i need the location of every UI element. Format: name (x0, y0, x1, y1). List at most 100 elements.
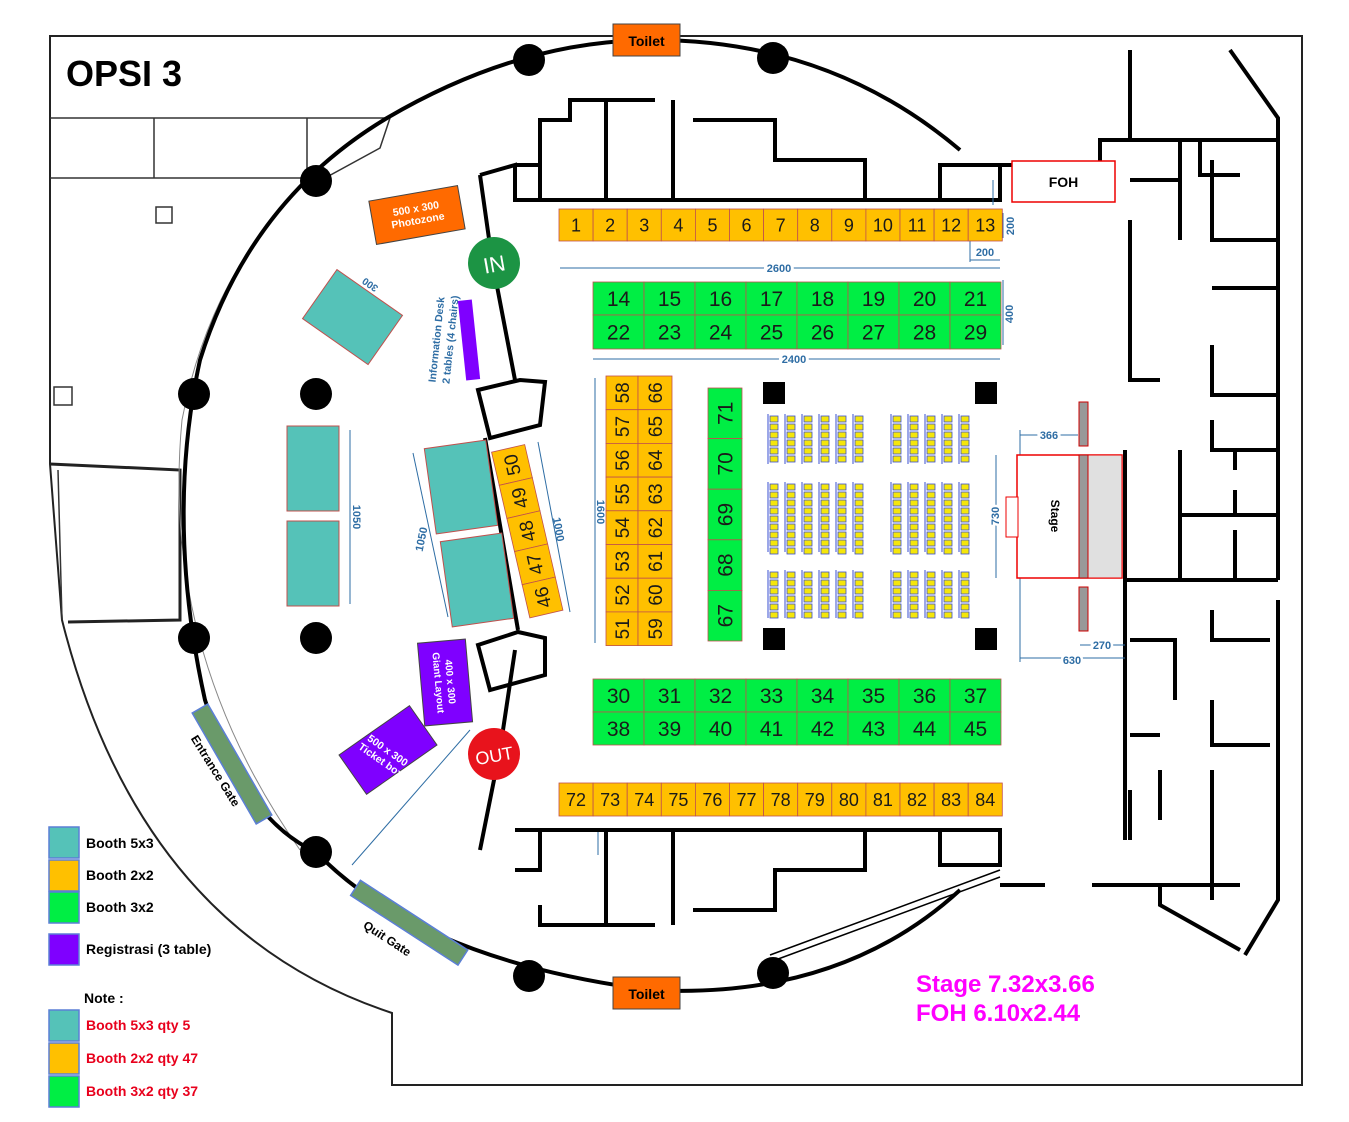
audience-seat (909, 499, 919, 507)
audience-seat (909, 455, 919, 463)
audience-seat (960, 491, 970, 499)
booth-3x2: 41 (745, 711, 798, 746)
booth-2x2-cell (831, 782, 867, 817)
booth-3x2: 45 (949, 711, 1002, 746)
booth-number: 42 (811, 718, 834, 741)
booth-2x2: 3 (626, 208, 662, 242)
audience-seat (769, 531, 779, 539)
audience-seat (820, 483, 830, 491)
booth-number: 6 (742, 215, 752, 235)
booth-2x2: 57 (605, 409, 639, 444)
booth-2x2-cell (626, 782, 662, 817)
audience-seat (786, 523, 796, 531)
booth-2x2-cell (763, 208, 799, 242)
audience-seat (960, 579, 970, 587)
booth-2x2-cell (637, 510, 673, 545)
booth-number: 24 (709, 322, 733, 345)
booth-3x2-cell (949, 711, 1002, 746)
audience-seat (943, 423, 953, 431)
booth-5x3 (286, 520, 340, 607)
booth-number: 9 (844, 215, 854, 235)
booth-3x2: 18 (796, 281, 849, 316)
audience-seat (943, 415, 953, 423)
booth-2x2-cell (865, 208, 901, 242)
audience-seat (837, 431, 847, 439)
audience-seat (960, 603, 970, 611)
booth-2x2-cell (729, 208, 764, 242)
audience-seat (909, 595, 919, 603)
booth-number: 65 (646, 416, 667, 437)
audience-seat (769, 491, 779, 499)
audience-seat (837, 603, 847, 611)
booth-3x2: 26 (796, 314, 849, 350)
dimension-labels: 1050 1050 1000 1600 2600 2400 200 200 40… (350, 217, 1114, 670)
booth-3x2-cell (796, 711, 849, 746)
booth-number: 56 (613, 450, 634, 471)
audience-seat (837, 531, 847, 539)
audience-seat (769, 571, 779, 579)
booth-number: 71 (715, 402, 738, 425)
booth-number: 53 (613, 551, 634, 572)
audience-seat (769, 587, 779, 595)
audience-seat (909, 587, 919, 595)
giant-layout: 400 x 300Giant Layout (416, 638, 474, 727)
booth-2x2-cell (558, 782, 594, 817)
legend-label: Booth 2x2 (86, 867, 154, 883)
legend-swatch-purple (48, 933, 80, 966)
audience-seat (909, 515, 919, 523)
audience-seat (854, 579, 864, 587)
booth-2x2-cell (605, 577, 639, 613)
booth-2x2: 46 (521, 576, 564, 619)
booth-2x2-cell (695, 208, 730, 242)
booth-2x2: 51 (605, 611, 639, 647)
audience-seat (803, 455, 813, 463)
booth-2x2-cell (660, 782, 696, 817)
booth-3x2: 37 (949, 678, 1002, 713)
booth-3x2: 35 (847, 678, 900, 713)
booth-number: 2 (605, 215, 615, 235)
svg-text:Stage 7.32x3.66: Stage 7.32x3.66 (916, 971, 1095, 998)
booth-3x2-cell (745, 314, 798, 350)
booth-number: 47 (524, 551, 549, 576)
booth-3x2-cell (694, 314, 747, 350)
audience-seat (892, 415, 902, 423)
audience-seat (803, 587, 813, 595)
booth-3x2: 34 (796, 678, 849, 713)
audience-seat (926, 455, 936, 463)
booth-3x2: 67 (707, 590, 743, 642)
audience-seat (909, 611, 919, 619)
booth-number: 69 (715, 503, 738, 526)
audience-seat (820, 523, 830, 531)
audience-seat (960, 499, 970, 507)
audience-seat (786, 507, 796, 515)
audience-seat (854, 431, 864, 439)
audience-seat (943, 595, 953, 603)
booth-2x2: 83 (933, 782, 969, 817)
booth-2x2: 2 (592, 208, 628, 242)
audience-seat (820, 439, 830, 447)
audience-seat (926, 439, 936, 447)
audience-seat (943, 455, 953, 463)
audience-seat (854, 491, 864, 499)
svg-text:366: 366 (1040, 430, 1058, 442)
booth-number: 82 (907, 790, 927, 810)
svg-text:730: 730 (990, 507, 1002, 525)
booth-number: 66 (646, 382, 667, 403)
audience-seat (837, 611, 847, 619)
booth-number: 19 (862, 288, 885, 311)
booth-2x2: 1 (558, 208, 594, 242)
audience-seat (926, 587, 936, 595)
booth-2x2: 77 (729, 782, 764, 817)
svg-text:Toilet: Toilet (628, 986, 665, 1002)
audience-seat (837, 587, 847, 595)
booth-3x2: 32 (694, 678, 747, 713)
audience-seat (943, 499, 953, 507)
audience-seat (892, 447, 902, 455)
audience-seat (909, 423, 919, 431)
audience-seat (960, 595, 970, 603)
audience-seat (769, 423, 779, 431)
booth-3x2: 28 (898, 314, 951, 350)
booth-3x2: 68 (707, 539, 743, 591)
booth-number: 37 (964, 685, 987, 708)
booth-2x2-cell (763, 782, 799, 817)
